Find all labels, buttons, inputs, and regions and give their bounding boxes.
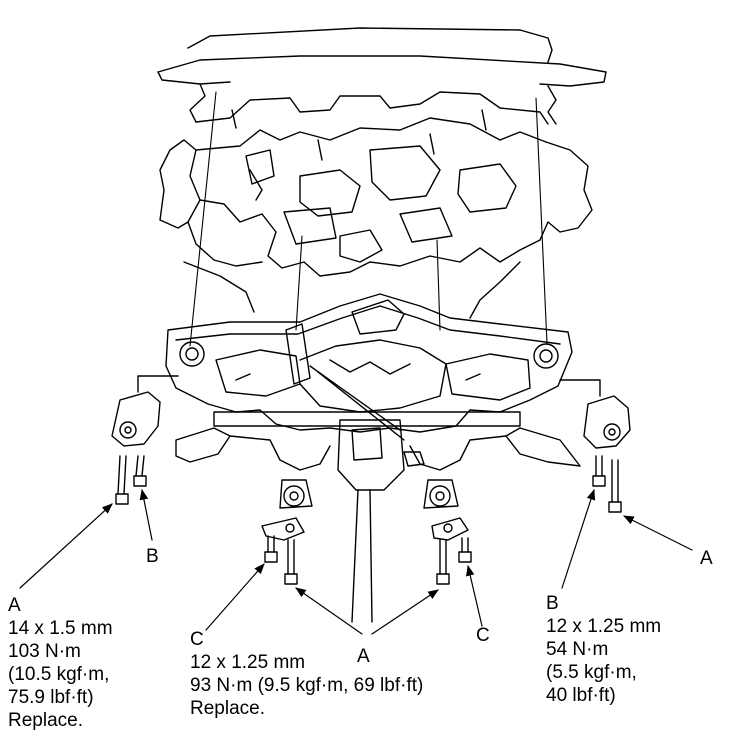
mounting-brackets	[111, 375, 631, 541]
spec-b-torque-kgf: (5.5 kgf·m,	[546, 662, 637, 683]
front-subframe	[165, 293, 581, 623]
leader-arrows	[19, 488, 693, 635]
spec-c-torque: 93 N·m (9.5 kgf·m, 69 lbf·ft)	[190, 675, 424, 696]
spec-a-torque-lbf: 75.9 lbf·ft)	[8, 687, 94, 708]
spec-c-letter: C	[190, 629, 204, 650]
spec-a-torque-kgf: (10.5 kgf·m,	[8, 664, 110, 685]
alignment-guide-lines	[189, 91, 548, 347]
spec-b-block: B 12 x 1.25 mm 54 N·m (5.5 kgf·m, 40 lbf…	[546, 592, 661, 707]
engine-transmission	[159, 91, 593, 319]
vehicle-body	[157, 27, 607, 125]
spec-a-size: 14 x 1.5 mm	[8, 618, 113, 639]
spec-a-block: A 14 x 1.5 mm 103 N·m (10.5 kgf·m, 75.9 …	[8, 594, 113, 732]
callout-b-left: B	[146, 546, 159, 567]
spec-b-torque-lbf: 40 lbf·ft)	[546, 685, 616, 706]
spec-c-block: C 12 x 1.25 mm 93 N·m (9.5 kgf·m, 69 lbf…	[190, 628, 423, 720]
spec-c-note: Replace.	[190, 698, 265, 719]
callout-c-right: C	[476, 625, 490, 646]
spec-b-size: 12 x 1.25 mm	[546, 616, 662, 637]
callout-a-right: A	[700, 548, 713, 569]
spec-b-letter: B	[546, 593, 559, 614]
bolts	[115, 455, 622, 585]
spec-a-note: Replace.	[8, 710, 83, 731]
spec-a-letter: A	[8, 595, 21, 616]
spec-a-torque-nm: 103 N·m	[8, 641, 81, 662]
callout-a-center: A	[357, 646, 370, 667]
spec-c-size: 12 x 1.25 mm	[190, 652, 306, 673]
spec-b-torque-nm: 54 N·m	[546, 639, 609, 660]
